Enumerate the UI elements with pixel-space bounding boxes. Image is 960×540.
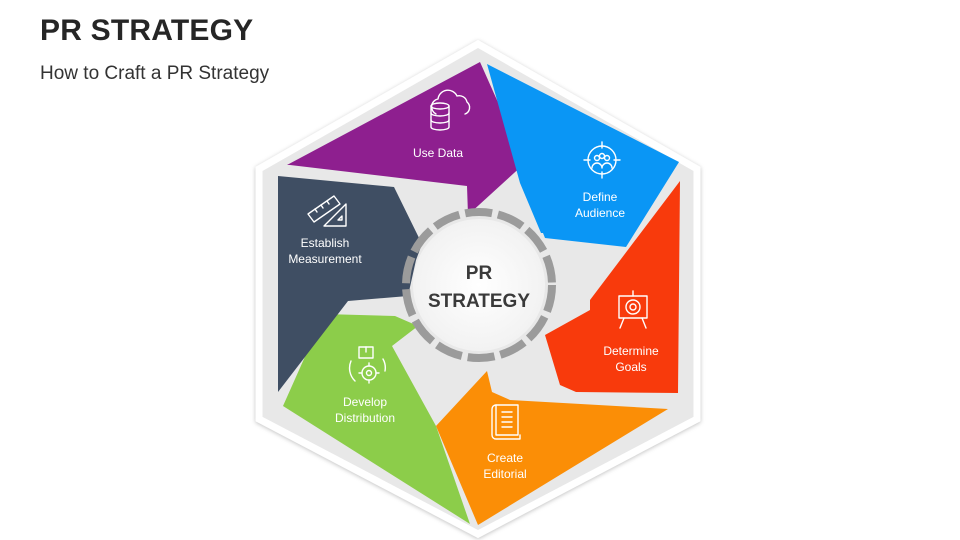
page-title: PR STRATEGY: [40, 14, 254, 47]
ruler-triangle-icon: [307, 195, 347, 227]
define-audience-label-2: Audience: [575, 206, 625, 220]
center-label-line1: PR: [466, 263, 493, 284]
database-cloud-icon: [430, 89, 471, 131]
audience-target-icon: [583, 141, 621, 179]
develop-distribution-label-1: Develop: [343, 395, 387, 409]
segment-define-audience[interactable]: [487, 64, 679, 247]
create-editorial-label-1: Create: [487, 451, 523, 465]
develop-distribution-label-2: Distribution: [335, 411, 395, 425]
distribution-gear-icon: [348, 346, 386, 384]
center-circle: [413, 219, 545, 351]
establish-measurement-label-1: Establish: [301, 236, 350, 250]
segment-use-data[interactable]: [287, 62, 525, 215]
editorial-book-icon: [491, 404, 521, 440]
page-subtitle: How to Craft a PR Strategy: [40, 63, 270, 84]
segment-establish-measurement[interactable]: [278, 176, 422, 392]
use-data-label-1: Use Data: [413, 146, 463, 160]
determine-goals-label-1: Determine: [603, 344, 659, 358]
center-ring: [402, 208, 556, 362]
define-audience-label-1: Define: [583, 190, 618, 204]
segment-develop-distribution[interactable]: [283, 314, 470, 524]
segment-determine-goals[interactable]: [545, 181, 680, 393]
center-label-line2: STRATEGY: [428, 291, 530, 312]
create-editorial-label-2: Editorial: [483, 467, 526, 481]
target-board-icon: [618, 290, 648, 329]
segment-create-editorial[interactable]: [436, 371, 668, 525]
determine-goals-label-2: Goals: [615, 360, 646, 374]
establish-measurement-label-2: Measurement: [288, 252, 362, 266]
